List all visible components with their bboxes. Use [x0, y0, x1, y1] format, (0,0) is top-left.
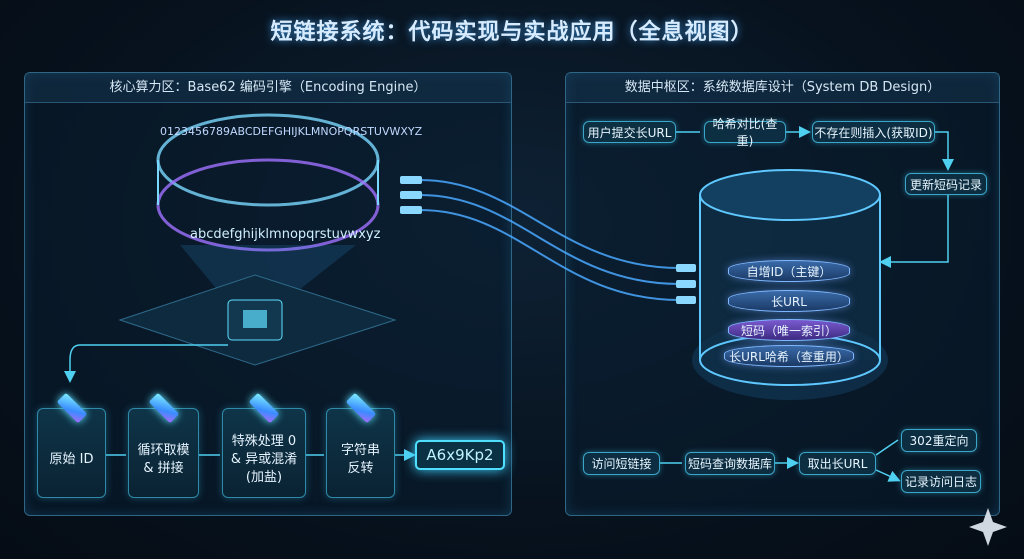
db-field-long-url: 长URL [728, 290, 850, 312]
db-field-short-code: 短码（唯一索引） [728, 319, 850, 341]
read-step-visit: 访问短链接 [583, 452, 660, 475]
ring-text-lower: abcdefghijklmnopqrstuvwxyz [190, 227, 381, 242]
read-step-query: 短码查询数据库 [685, 452, 775, 475]
db-field-url-hash: 长URL哈希（查重用） [724, 345, 854, 367]
write-step-hash-check: 哈希对比(查重) [704, 117, 786, 148]
encoded-result: A6x9Kp2 [415, 440, 505, 470]
step-reverse: 字符串 反转 [326, 392, 395, 498]
step-label: 循环取模 & 拼接 [137, 443, 190, 476]
read-step-fetch: 取出长URL [799, 452, 876, 475]
page-title: 短链接系统：代码实现与实战应用（全息视图） [270, 20, 754, 45]
write-step-submit: 用户提交长URL [583, 121, 676, 143]
step-label: 特殊处理 0 & 异或混淆 (加盐) [230, 434, 298, 485]
write-step-insert: 不存在则插入(获取ID) [812, 121, 935, 143]
panel-heading: 核心算力区：Base62 编码引擎（Encoding Engine） [25, 73, 511, 103]
step-label: 字符串 反转 [340, 443, 380, 476]
step-raw-id: 原始 ID [37, 392, 106, 498]
panel-heading: 数据中枢区：系统数据库设计（System DB Design） [566, 73, 999, 103]
cable-connectors [400, 176, 696, 304]
sparkle-icon [969, 508, 1007, 546]
write-step-update: 更新短码记录 [905, 173, 987, 195]
data-cables [419, 179, 681, 301]
db-field-id: 自增ID（主键） [728, 260, 850, 282]
step-modulo: 循环取模 & 拼接 [128, 392, 199, 498]
ring-text-upper: 0123456789ABCDEFGHIJKLMNOPQRSTUVWXYZ [160, 125, 423, 138]
read-step-log: 记录访问日志 [901, 470, 981, 493]
step-xor-salt: 特殊处理 0 & 异或混淆 (加盐) [222, 392, 306, 498]
read-step-redirect: 302重定向 [901, 429, 977, 452]
step-label: 原始 ID [49, 452, 94, 467]
